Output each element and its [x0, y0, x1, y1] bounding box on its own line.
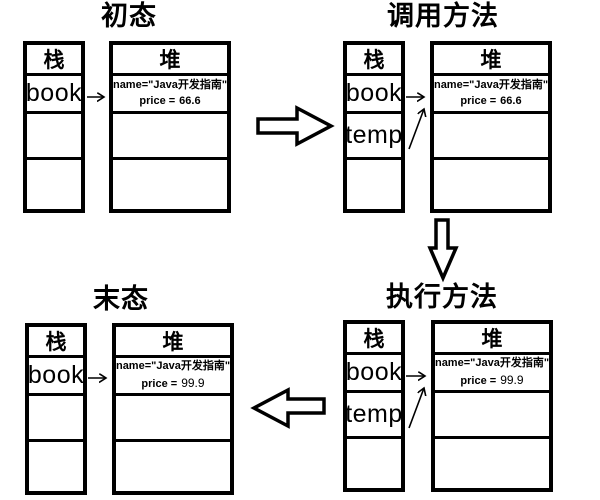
heap-header-label: 堆	[435, 324, 549, 355]
heap-cell-empty	[435, 439, 549, 488]
heap-object-name-line: name="Java开发指南"	[434, 79, 548, 91]
price-label: price =	[141, 378, 178, 390]
stack-cell-empty	[29, 442, 83, 491]
pointer-temp-call-method	[408, 109, 424, 150]
panel-title-execute-method: 执行方法	[386, 282, 498, 312]
heap-table-execute-method: 堆 name="Java开发指南" price =99.9	[431, 320, 553, 492]
stack-cell-empty	[29, 396, 83, 442]
heap-cell-empty	[116, 442, 230, 491]
stack-cell-book: book	[29, 358, 83, 396]
heap-object-cell: name="Java开发指南" price =66.6	[113, 76, 227, 114]
stack-header-label: 栈	[29, 327, 83, 358]
heap-cell-empty	[434, 160, 548, 209]
panel-title-initial-state: 初态	[101, 1, 157, 31]
price-label: price =	[460, 375, 497, 387]
stack-cell-temp: temp	[347, 114, 401, 160]
heap-table-initial-state: 堆 name="Java开发指南" price =66.6	[109, 41, 231, 213]
panel-title-final-state: 末态	[93, 284, 149, 314]
stack-cell-book: book	[27, 76, 81, 114]
stack-cell-empty	[347, 160, 401, 209]
stack-header-label: 栈	[347, 45, 401, 76]
stack-cell-empty	[27, 160, 81, 209]
heap-object-name-line: name="Java开发指南"	[113, 79, 227, 91]
heap-object-cell: name="Java开发指南" price =66.6	[434, 76, 548, 114]
stack-table-call-method: 栈 book temp	[343, 41, 405, 213]
heap-object-name-line: name="Java开发指南"	[435, 357, 549, 369]
heap-header-label: 堆	[434, 45, 548, 76]
price-label: price =	[139, 95, 176, 107]
heap-cell-empty	[434, 114, 548, 160]
heap-object-price-line: price =99.9	[141, 377, 204, 390]
flow-arrow-left-execute-to-final	[250, 387, 326, 429]
heap-table-call-method: 堆 name="Java开发指南" price =66.6	[430, 41, 552, 213]
heap-object-cell: name="Java开发指南" price =99.9	[116, 358, 230, 396]
stack-cell-empty	[27, 114, 81, 160]
heap-object-price-line: price =99.9	[460, 374, 523, 387]
price-value: 99.9	[500, 373, 524, 387]
price-value: 66.6	[179, 95, 201, 107]
stack-header-label: 栈	[27, 45, 81, 76]
heap-object-price-line: price =66.6	[139, 96, 200, 107]
stack-cell-book: book	[347, 355, 401, 393]
heap-cell-empty	[116, 396, 230, 442]
price-value: 99.9	[181, 376, 205, 390]
stack-cell-book: book	[347, 76, 401, 114]
stack-table-final-state: 栈 book	[25, 323, 87, 495]
heap-object-cell: name="Java开发指南" price =99.9	[435, 355, 549, 393]
heap-object-price-line: price =66.6	[460, 96, 521, 107]
flow-arrow-right-initial-to-call	[256, 105, 335, 147]
stack-header-label: 栈	[347, 324, 401, 355]
heap-cell-empty	[113, 160, 227, 209]
heap-header-label: 堆	[113, 45, 227, 76]
heap-object-name-line: name="Java开发指南"	[116, 360, 230, 372]
heap-cell-empty	[113, 114, 227, 160]
panel-title-call-method: 调用方法	[387, 1, 499, 31]
heap-cell-empty	[435, 393, 549, 439]
stack-table-execute-method: 栈 book temp	[343, 320, 405, 492]
price-value: 66.6	[500, 95, 522, 107]
heap-header-label: 堆	[116, 327, 230, 358]
heap-table-final-state: 堆 name="Java开发指南" price =99.9	[112, 323, 234, 495]
stack-cell-temp: temp	[347, 393, 401, 439]
pointer-temp-execute-method	[408, 388, 424, 429]
stack-table-initial-state: 栈 book	[23, 41, 85, 213]
flow-arrow-down-call-to-execute	[427, 218, 459, 283]
stack-cell-empty	[347, 439, 401, 488]
price-label: price =	[460, 95, 497, 107]
